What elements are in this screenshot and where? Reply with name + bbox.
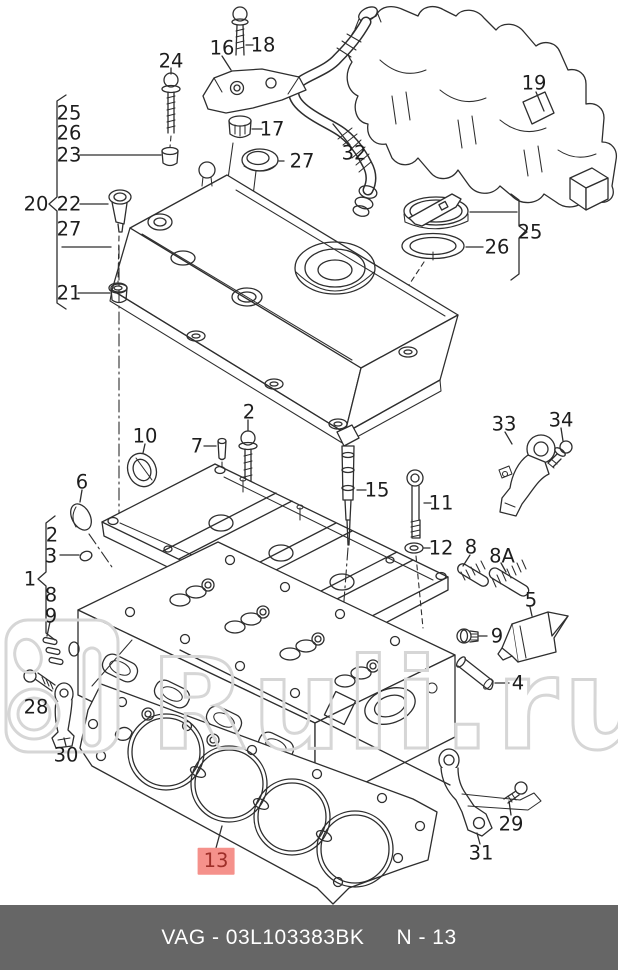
footer-page-ref: N - 13	[396, 925, 457, 949]
group-20-bracket	[48, 94, 67, 310]
part-callout-8-right: 8	[464, 535, 478, 559]
part-callout-19: 19	[521, 71, 547, 95]
bolt-11	[406, 469, 424, 539]
part-callout-26-right: 26	[484, 235, 510, 259]
part-callout-2-top: 2	[242, 400, 256, 424]
sealing-cap-6	[70, 503, 115, 571]
bolt-29	[503, 781, 528, 804]
manifold-cover-part	[346, 5, 618, 211]
part-callout-23: 23	[56, 143, 82, 167]
seal-10	[126, 452, 158, 488]
footer-bar: VAG - 03L103383BK N - 13	[0, 905, 618, 970]
part-callout-34: 34	[548, 408, 574, 432]
part-callout-29: 29	[498, 812, 524, 836]
bolt-34	[547, 440, 573, 469]
part-callout-18: 18	[250, 33, 276, 57]
part-callout-22: 22	[56, 192, 82, 216]
valve-cover-part	[108, 161, 459, 445]
part-callout-30: 30	[53, 743, 79, 767]
part-callout-8-list: 8	[44, 583, 58, 607]
bolt-22	[108, 189, 132, 283]
part-callout-4: 4	[511, 671, 525, 695]
part-callout-3: 3	[44, 544, 58, 568]
part-callout-12: 12	[428, 536, 454, 560]
support-bracket-part	[202, 68, 307, 114]
part-callout-10: 10	[132, 424, 158, 448]
part-callout-11: 11	[428, 491, 454, 515]
exploded-diagram-art	[23, 5, 618, 905]
part-callout-5: 5	[524, 588, 538, 612]
part-callout-15: 15	[364, 478, 390, 502]
dowel-sleeve-4	[455, 656, 494, 691]
bolt-18	[231, 6, 249, 56]
part-callout-26-left: 26	[56, 121, 82, 145]
plug-3	[79, 550, 93, 562]
stud-8A	[488, 559, 530, 597]
part-callout-33: 33	[491, 412, 517, 436]
part-callout-1: 1	[23, 567, 37, 591]
group-25-bracket	[510, 193, 528, 281]
part-callout-2-list: 2	[45, 523, 59, 547]
oil-cap-25	[403, 193, 469, 230]
part-callout-17: 17	[259, 117, 285, 141]
bolt-24	[161, 72, 181, 148]
part-callout-6: 6	[75, 470, 89, 494]
part-callout-32: 32	[341, 141, 367, 165]
part-callout-25-right: 25	[517, 220, 543, 244]
part-callout-31: 31	[468, 841, 494, 865]
breather-hose-part	[288, 16, 378, 217]
screw-plug-9	[456, 628, 479, 644]
part-callout-9-right: 9	[490, 624, 504, 648]
part-callout-7: 7	[190, 434, 204, 458]
part-callout-21: 21	[56, 281, 82, 305]
part-callout-16: 16	[209, 36, 235, 60]
part-callout-25-left: 25	[56, 101, 82, 125]
footer-part-number: VAG - 03L103383BK	[161, 925, 365, 949]
part-callout-9-left: 9	[44, 604, 58, 628]
part-callout-28: 28	[23, 695, 49, 719]
part-callout-13: 13	[197, 847, 235, 875]
part-callout-27-left: 27	[56, 217, 82, 241]
part-callout-27-right: 27	[289, 149, 315, 173]
washer-12	[404, 542, 424, 629]
part-callout-8A: 8A	[489, 544, 515, 568]
part-callout-20: 20	[23, 192, 49, 216]
stud-8	[457, 560, 489, 587]
sealant-tube-5	[497, 611, 569, 663]
grommet-23	[161, 146, 179, 167]
part-callout-24: 24	[158, 49, 184, 73]
